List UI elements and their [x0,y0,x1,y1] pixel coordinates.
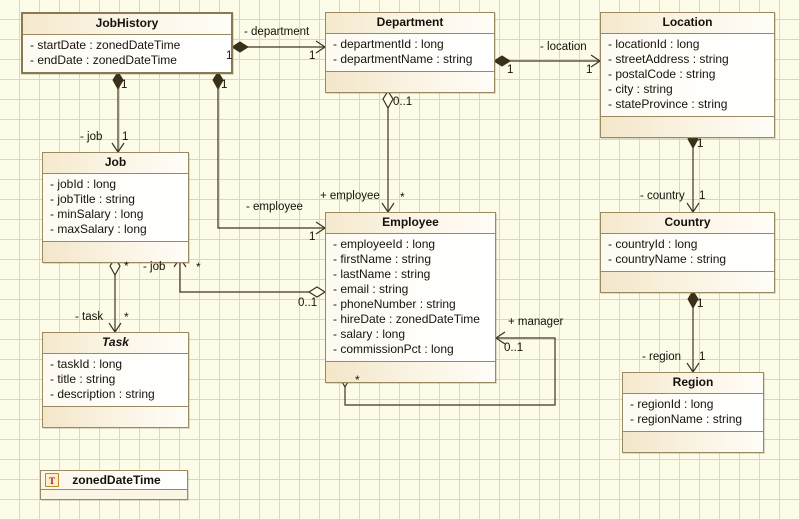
class-task[interactable]: Task - taskId : long - title : string - … [42,332,189,428]
attribute: - stateProvince : string [608,97,728,111]
multiplicity-employee-manager-source: * [355,373,360,387]
multiplicity-job-task-source: * [124,259,129,273]
multiplicity-country-region-source: 1 [697,298,704,310]
datatype-header: T zonedDateTime [41,471,187,490]
multiplicity-jobhistory-job-target: 1 [122,131,129,143]
operations-compartment [326,361,495,382]
edge-label-location: - location [540,41,587,53]
class-title: Country [601,213,774,234]
attribute-list: - departmentId : long - departmentName :… [326,34,494,71]
class-title: JobHistory [23,14,231,35]
attribute: - regionName : string [630,412,743,426]
multiplicity-job-task-target: * [124,310,129,324]
attribute: - startDate : zonedDateTime [30,38,181,52]
edge-label-employee-jobhistory: - employee [246,201,303,213]
multiplicity-country-region-target: 1 [699,351,706,363]
class-jobhistory[interactable]: JobHistory - startDate : zonedDateTime -… [21,12,233,74]
attribute: - minSalary : long [50,207,144,221]
edge-label-task: - task [75,311,104,323]
multiplicity-jobhistory-job-source: 1 [121,79,128,91]
attribute-list: - jobId : long - jobTitle : string - min… [43,174,188,241]
operations-compartment [623,431,763,452]
attribute: - taskId : long [50,357,123,371]
class-job[interactable]: Job - jobId : long - jobTitle : string -… [42,152,189,263]
attribute: - countryName : string [608,252,727,266]
multiplicity-department-location-target: 1 [586,64,593,76]
operations-compartment [601,271,774,292]
multiplicity-department-employee-source: 0..1 [393,96,413,108]
attribute: - locationId : long [608,37,700,51]
edge-label-job-jobhistory: - job [80,131,103,143]
datatype-zoneddatetime[interactable]: T zonedDateTime [40,470,188,500]
edge-label-country: - country [640,190,685,202]
attribute: - streetAddress : string [608,52,729,66]
edge-label-job-employee: - job [143,261,166,273]
edge-label-employee-department: + employee [320,190,380,202]
class-title: Location [601,13,774,34]
attribute: - firstName : string [333,252,432,266]
class-employee[interactable]: Employee - employeeId : long - firstName… [325,212,496,383]
attribute-list: - taskId : long - title : string - descr… [43,354,188,406]
multiplicity-employee-job-source: 0..1 [298,297,318,309]
multiplicity-department-employee-target: * [400,190,405,204]
attribute: - departmentName : string [333,52,473,66]
edge-department-employee[interactable] [381,89,395,214]
attribute-list: - locationId : long - streetAddress : st… [601,34,774,116]
attribute: - countryId : long [608,237,698,251]
operations-compartment [43,241,188,262]
class-location[interactable]: Location - locationId : long - streetAdd… [600,12,775,138]
class-title: Job [43,153,188,174]
datatype-t-icon: T [45,473,59,487]
attribute: - description : string [50,387,155,401]
class-title: Department [326,13,494,34]
operations-compartment [601,116,774,137]
class-title: Region [623,373,763,394]
attribute: - city : string [608,82,673,96]
datatype-name: zonedDateTime [72,473,161,487]
attribute: - lastName : string [333,267,431,281]
attribute: - maxSalary : long [50,222,147,236]
edge-job-task[interactable] [108,256,122,334]
attribute: - jobTitle : string [50,192,135,206]
datatype-body [41,490,187,499]
attribute: - postalCode : string [608,67,716,81]
edge-label-region: - region [642,351,681,363]
multiplicity-department-location-source: 1 [507,64,514,76]
multiplicity-location-country-source: 1 [697,138,704,150]
attribute: - phoneNumber : string [333,297,456,311]
class-title: Employee [326,213,495,234]
multiplicity-jobhistory-department-target: 1 [309,50,316,62]
class-department[interactable]: Department - departmentId : long - depar… [325,12,495,93]
class-country[interactable]: Country - countryId : long - countryName… [600,212,775,293]
attribute: - email : string [333,282,409,296]
class-region[interactable]: Region - regionId : long - regionName : … [622,372,764,453]
attribute-list: - startDate : zonedDateTime - endDate : … [23,35,231,72]
attribute: - salary : long [333,327,406,341]
edge-label-department: - department [244,26,310,38]
attribute: - commissionPct : long [333,342,454,356]
operations-compartment [43,406,188,427]
attribute: - employeeId : long [333,237,436,251]
attribute: - endDate : zonedDateTime [30,53,177,67]
attribute: - departmentId : long [333,37,444,51]
attribute-list: - regionId : long - regionName : string [623,394,763,431]
attribute: - title : string [50,372,116,386]
multiplicity-location-country-target: 1 [699,190,706,202]
multiplicity-employee-manager-target: 0..1 [504,342,524,354]
attribute: - regionId : long [630,397,714,411]
edge-label-manager: + manager [508,316,564,328]
multiplicity-jobhistory-employee-source: 1 [221,79,228,91]
attribute: - jobId : long [50,177,117,191]
attribute-list: - employeeId : long - firstName : string… [326,234,495,361]
attribute: - hireDate : zonedDateTime [333,312,480,326]
attribute-list: - countryId : long - countryName : strin… [601,234,774,271]
multiplicity-employee-job-target: * [196,260,201,274]
multiplicity-jobhistory-department-source: 1 [226,50,233,62]
operations-compartment [326,71,494,92]
multiplicity-jobhistory-employee-target: 1 [309,231,316,243]
class-title: Task [43,333,188,354]
